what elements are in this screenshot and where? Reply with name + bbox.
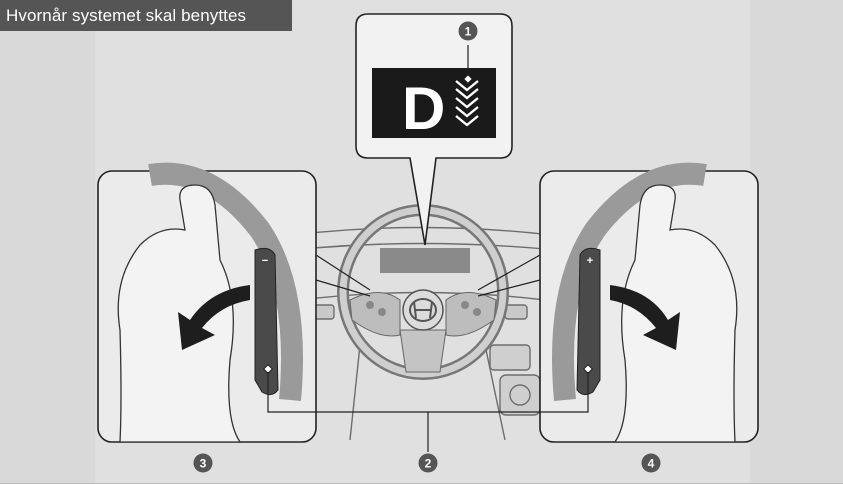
callout-label-2: 2 [425,457,432,471]
plus-paddle-symbol: + [587,255,593,267]
left-paddle-inset: − [98,171,316,442]
right-paddle-inset: + [540,171,758,442]
callout-label-4: 4 [648,457,655,471]
callout-label-3: 3 [200,457,207,471]
gear-letter: D [402,75,445,142]
callout-label-1: 1 [465,25,472,39]
callout-badge-3: 3 [194,454,213,473]
callout-badge-4: 4 [642,454,661,473]
callout-badge-2: 2 [419,454,438,473]
meter-display [380,248,470,273]
minus-paddle-symbol: − [262,255,268,267]
